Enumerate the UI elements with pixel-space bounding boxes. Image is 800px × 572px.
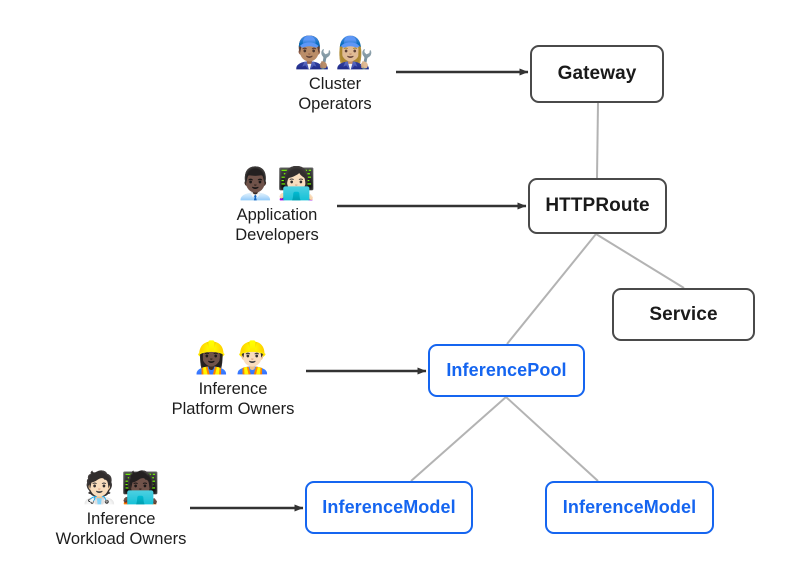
persona-cluster-operators: 👨🏽‍🔧👩🏼‍🔧 Cluster Operators [277, 33, 393, 114]
node-service[interactable]: Service [612, 288, 755, 341]
persona-inference-workload-owners: 🧑🏻‍⚕️🧑🏿‍💻 Inference Workload Owners [48, 468, 194, 549]
node-gateway[interactable]: Gateway [530, 45, 664, 103]
persona-application-developers: 👨🏿‍💼👩🏻‍💻 Application Developers [213, 164, 341, 245]
node-inferencemodel2[interactable]: InferenceModel [545, 481, 714, 534]
link-inferencepool-inferencemodel2 [505, 396, 599, 482]
persona-inference-platform-owners: 👷🏿‍♀️👷🏻‍♂️ Inference Platform Owners [163, 338, 303, 419]
arrow-layer [190, 68, 529, 512]
node-inferencemodel1[interactable]: InferenceModel [305, 481, 473, 534]
persona-label-application-developers: Application Developers [235, 206, 319, 244]
man-mechanic-icon: 👨🏽‍🔧👩🏼‍🔧 [294, 35, 376, 71]
link-httproute-service [595, 233, 685, 289]
link-inferencepool-inferencemodel1 [410, 396, 507, 482]
man-office-worker-icon: 👨🏿‍💼👩🏻‍💻 [236, 166, 318, 202]
persona-label-inference-workload-owners: Inference Workload Owners [55, 510, 187, 548]
link-gateway-httproute [596, 102, 599, 179]
persona-label-cluster-operators: Cluster Operators [298, 75, 372, 113]
node-httproute[interactable]: HTTPRoute [528, 178, 667, 234]
woman-construction-worker-icon: 👷🏿‍♀️👷🏻‍♂️ [192, 340, 274, 376]
link-httproute-inferencepool [506, 233, 597, 345]
persona-label-inference-platform-owners: Inference Platform Owners [171, 380, 295, 418]
health-worker-icon: 🧑🏻‍⚕️🧑🏿‍💻 [80, 470, 162, 506]
node-inferencepool[interactable]: InferencePool [428, 344, 585, 397]
